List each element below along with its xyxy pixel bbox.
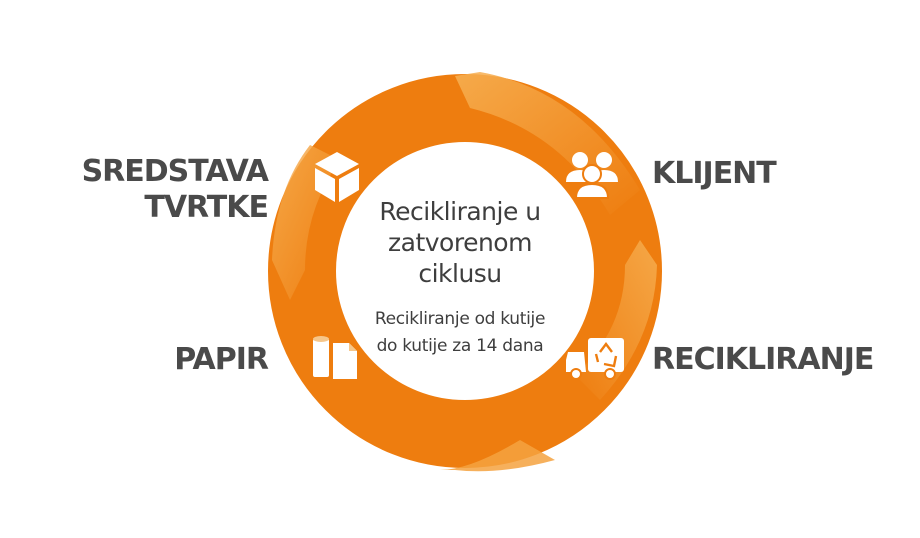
cycle-title-line: Recikliranje u — [379, 197, 541, 226]
stage-label-line: PAPIR — [174, 342, 269, 377]
stage-label-line: SREDSTAVA — [81, 154, 269, 189]
stage-label-client: KLIJENT — [652, 156, 777, 192]
cycle-subtitle-line: Recikliranje od kutije — [374, 309, 546, 329]
cycle-title-line: zatvorenom — [388, 228, 532, 257]
stage-label-line: TVRTKE — [144, 190, 269, 225]
box-icon — [315, 152, 359, 202]
stage-label-recycling: RECIKLIRANJE — [652, 342, 874, 378]
cycle-title-line: ciklusu — [418, 259, 502, 288]
stage-label-assets: SREDSTAVA TVRTKE — [81, 154, 269, 226]
cycle-subtitle-line: do kutije za 14 dana — [376, 336, 544, 356]
ring-segment-bottom — [440, 440, 555, 472]
stage-label-line: KLIJENT — [652, 156, 777, 191]
paper-roll-icon — [313, 336, 357, 379]
stage-label-line: RECIKLIRANJE — [652, 342, 874, 377]
cycle-subtitle: Recikliranje od kutije do kutije za 14 d… — [340, 306, 580, 360]
recycle-truck-icon — [566, 338, 624, 380]
cycle-title: Recikliranje u zatvorenom ciklusu — [340, 196, 580, 289]
stage-label-paper: PAPIR — [174, 342, 269, 378]
people-icon — [566, 152, 618, 199]
